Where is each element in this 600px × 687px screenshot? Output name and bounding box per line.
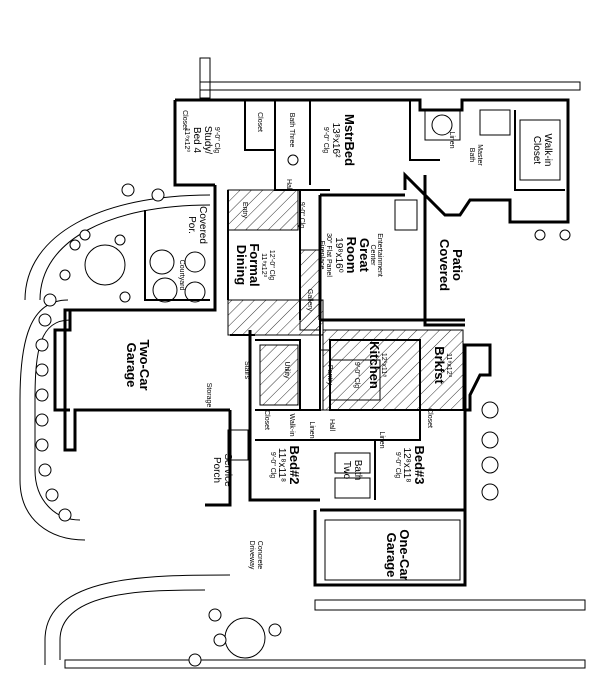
clg-9b-label: 9'-0" Clg bbox=[353, 362, 360, 388]
porch-name2: Por. bbox=[186, 216, 197, 234]
closet-name2: Closet bbox=[531, 136, 542, 165]
study-ceil: 9'-0" Clg bbox=[213, 127, 220, 153]
two-car-name: Two-Car bbox=[137, 339, 152, 390]
gallery-label: Gallery bbox=[306, 289, 313, 312]
closet2-label: Closet bbox=[181, 110, 188, 130]
pantry-label: Pantry bbox=[326, 365, 333, 386]
service-porch-name2: Porch bbox=[211, 457, 222, 483]
hall-top-label: Hall bbox=[285, 179, 292, 192]
great-room-note1: 30" Flat Panel bbox=[325, 233, 332, 277]
great-room-note4: Center bbox=[369, 244, 376, 266]
fixtures bbox=[227, 109, 561, 581]
bed3-ceil: 9'-0" Clg bbox=[394, 452, 401, 478]
courtyard-label: Courtyard bbox=[178, 260, 185, 291]
tile-areas bbox=[227, 189, 464, 411]
driveway2-label: Driveway bbox=[248, 541, 255, 570]
closet4-label: Closet bbox=[263, 410, 270, 430]
bed3-dims: 12⁸x11⁸ bbox=[401, 448, 412, 483]
mstr-bed-name: MstrBed bbox=[342, 114, 357, 166]
bed2-name: Bed#2 bbox=[287, 445, 302, 484]
bed2-dims: 11⁸x11⁸ bbox=[276, 448, 287, 482]
one-car-name: One-Car bbox=[397, 529, 412, 580]
dining-dims: 11⁸x12³ bbox=[260, 253, 267, 278]
linen1-label: Linen bbox=[448, 131, 455, 148]
closet-name: Walk-in bbox=[542, 134, 553, 167]
service-porch-name: Service bbox=[222, 453, 233, 487]
storage-label: Storage bbox=[205, 383, 212, 408]
courtyard-plants bbox=[59, 229, 206, 303]
dining-name2: Dining bbox=[234, 245, 249, 285]
two-car-name2: Garage bbox=[124, 343, 139, 388]
driveway1-label: Concrete bbox=[256, 541, 263, 570]
linen2-label: Linen bbox=[308, 421, 315, 438]
brkfst-dims: 11⁸x12³ bbox=[445, 353, 452, 378]
dining-ceil: 12'-0" Clg bbox=[268, 250, 275, 280]
one-car-name2: Garage bbox=[384, 533, 399, 578]
study-dims: 11⁸x12⁰ bbox=[183, 128, 191, 153]
trees-bottom bbox=[121, 183, 282, 667]
mstr-bed-ceil: 9'-0" Clg bbox=[322, 127, 329, 153]
hall-mid-label: Hall bbox=[328, 419, 335, 432]
kitchen-name: Kitchen bbox=[367, 341, 382, 389]
room-labels: Study/ Bed 4 11⁸x12⁰ 9'-0" Clg MstrBed 1… bbox=[124, 110, 553, 581]
great-room-note2: Fireplace bbox=[318, 241, 325, 270]
shrub-row-left bbox=[35, 293, 72, 522]
closet3-label: Closet bbox=[426, 408, 433, 428]
linen3-label: Linen bbox=[378, 431, 385, 448]
porch-name: Covered bbox=[197, 206, 208, 244]
master-bath-name: Master bbox=[476, 144, 483, 166]
study-name: Study/ bbox=[202, 126, 213, 155]
stairs-label: Stairs bbox=[243, 361, 250, 379]
great-room-note3: Entertainment bbox=[376, 233, 383, 277]
bath-three-label: Bath Three bbox=[288, 113, 295, 148]
dining-name: Formal bbox=[247, 243, 262, 286]
patio-name: Covered bbox=[437, 239, 452, 291]
study-name2: Bed 4 bbox=[191, 127, 202, 154]
bath-name2: Two bbox=[341, 461, 352, 480]
walk-in-top-label: Walk-in bbox=[288, 413, 295, 436]
brkfst-name: Brkfst bbox=[432, 346, 447, 384]
shrub-row-right bbox=[481, 229, 571, 501]
landscape bbox=[19, 57, 586, 669]
bed2-ceil: 9'-0" Clg bbox=[269, 452, 276, 478]
mstr-bed-dims: 13⁸x16² bbox=[330, 123, 341, 158]
patio-name2: Patio bbox=[450, 249, 465, 281]
closet1-label: Closet bbox=[256, 112, 263, 132]
bed3-name: Bed#3 bbox=[412, 445, 427, 484]
bath-name: Bath bbox=[352, 460, 363, 481]
master-bath-name2: Bath bbox=[468, 148, 475, 163]
utility-label: Utility bbox=[283, 361, 290, 379]
clg-9-label: 9'-0" Clg bbox=[298, 202, 305, 228]
great-room-name: Great bbox=[357, 238, 372, 273]
kitchen-dims: 12⁰x11⁸ bbox=[380, 353, 388, 377]
entry-label: Entry bbox=[241, 202, 248, 219]
great-room-dims: 19⁸x16⁰ bbox=[333, 237, 344, 272]
great-room-name2: Room bbox=[344, 237, 359, 274]
